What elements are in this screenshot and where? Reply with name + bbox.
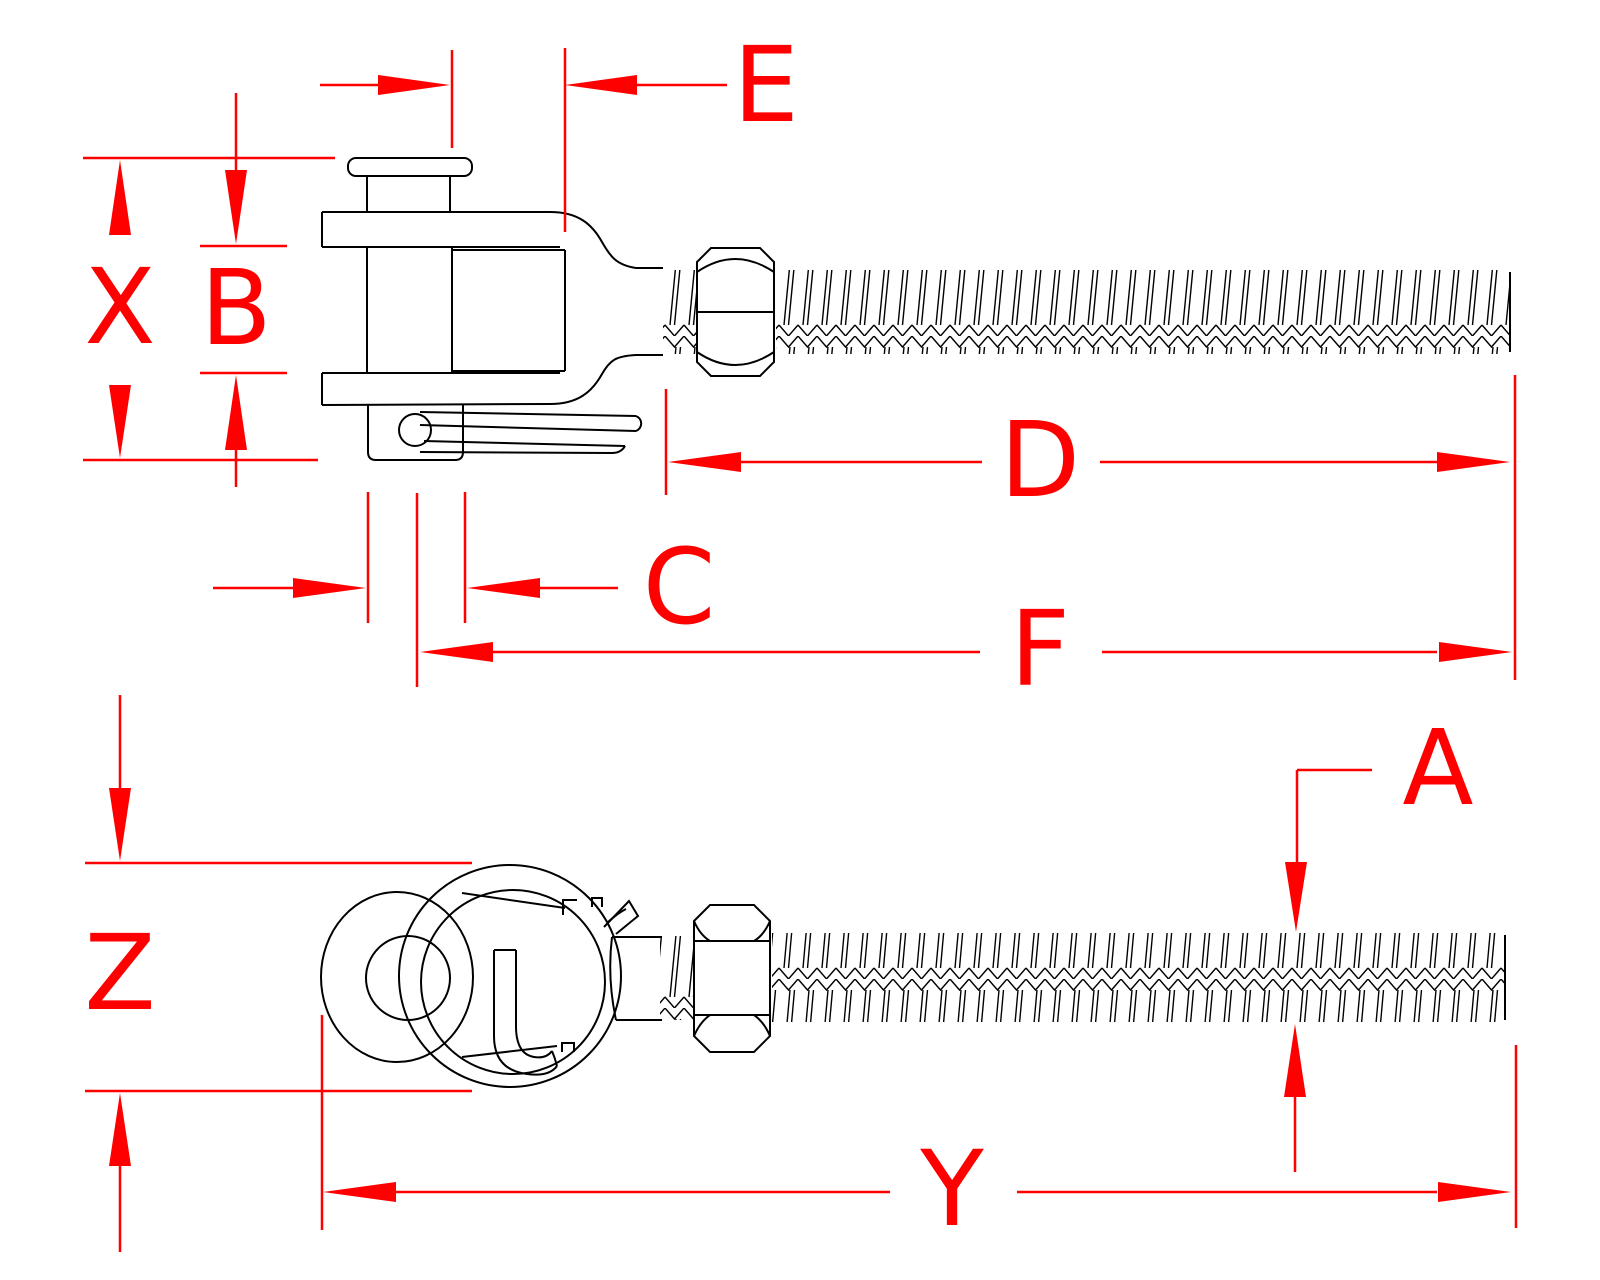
arrow-c-right bbox=[467, 578, 540, 598]
arrow-e-left bbox=[378, 75, 450, 95]
dim-e bbox=[320, 48, 727, 232]
dim-b bbox=[200, 93, 287, 487]
hex-nut-side-view bbox=[696, 247, 775, 377]
arrow-e-right bbox=[565, 75, 637, 95]
jaw-fork bbox=[321, 211, 663, 461]
dim-label-f: F bbox=[1010, 587, 1070, 710]
arrow-z-top bbox=[109, 788, 131, 861]
arrow-y-right bbox=[1438, 1182, 1511, 1202]
dim-label-z: Z bbox=[84, 911, 156, 1034]
dimension-linework bbox=[83, 48, 1518, 1252]
dim-label-a: A bbox=[1402, 706, 1474, 829]
arrow-x-top bbox=[109, 160, 131, 235]
dim-a bbox=[1293, 768, 1372, 1172]
arrow-b-top bbox=[225, 170, 247, 244]
arrow-a-top bbox=[1285, 862, 1307, 932]
dim-label-y: Y bbox=[920, 1127, 984, 1250]
arrow-z-bottom bbox=[109, 1093, 131, 1166]
arrow-f-left bbox=[420, 642, 493, 662]
dim-y bbox=[320, 1015, 1518, 1230]
arrow-x-bottom bbox=[109, 385, 131, 458]
arrow-d-left bbox=[668, 452, 741, 472]
top-view-part bbox=[320, 864, 1506, 1088]
hex-nut-top-view bbox=[693, 904, 771, 1053]
dimension-arrowheads bbox=[109, 75, 1512, 1202]
side-view-part bbox=[321, 157, 1511, 461]
dim-label-x: X bbox=[84, 245, 156, 368]
arrow-f-right bbox=[1439, 642, 1512, 662]
stud-thread-left bbox=[663, 270, 697, 354]
threaded-rod-side-view bbox=[776, 270, 1511, 354]
dim-x bbox=[83, 156, 335, 462]
stud-thread-left-top-view bbox=[660, 936, 694, 1020]
ring-pin bbox=[398, 864, 640, 1088]
dim-label-e: E bbox=[733, 23, 799, 146]
toggle-eye bbox=[320, 891, 474, 1063]
dim-f bbox=[415, 493, 1437, 687]
dim-z bbox=[85, 695, 472, 1252]
dim-label-d: D bbox=[999, 398, 1081, 521]
arrow-c-left bbox=[293, 578, 366, 598]
dim-label-b: B bbox=[200, 246, 272, 369]
cotter-pin-icon bbox=[398, 411, 643, 454]
dim-c bbox=[213, 492, 618, 623]
clevis-pin bbox=[347, 157, 473, 373]
dim-d bbox=[664, 375, 1517, 680]
ring-pin-hook bbox=[493, 949, 558, 1076]
arrow-a-bottom bbox=[1284, 1024, 1306, 1097]
threaded-rod-top-view bbox=[772, 933, 1506, 1022]
arrow-d-right bbox=[1437, 452, 1510, 472]
arrow-b-bottom bbox=[225, 375, 247, 450]
toggle-neck bbox=[609, 936, 662, 1021]
dim-label-c: C bbox=[642, 525, 716, 648]
arrow-y-left bbox=[323, 1182, 396, 1202]
